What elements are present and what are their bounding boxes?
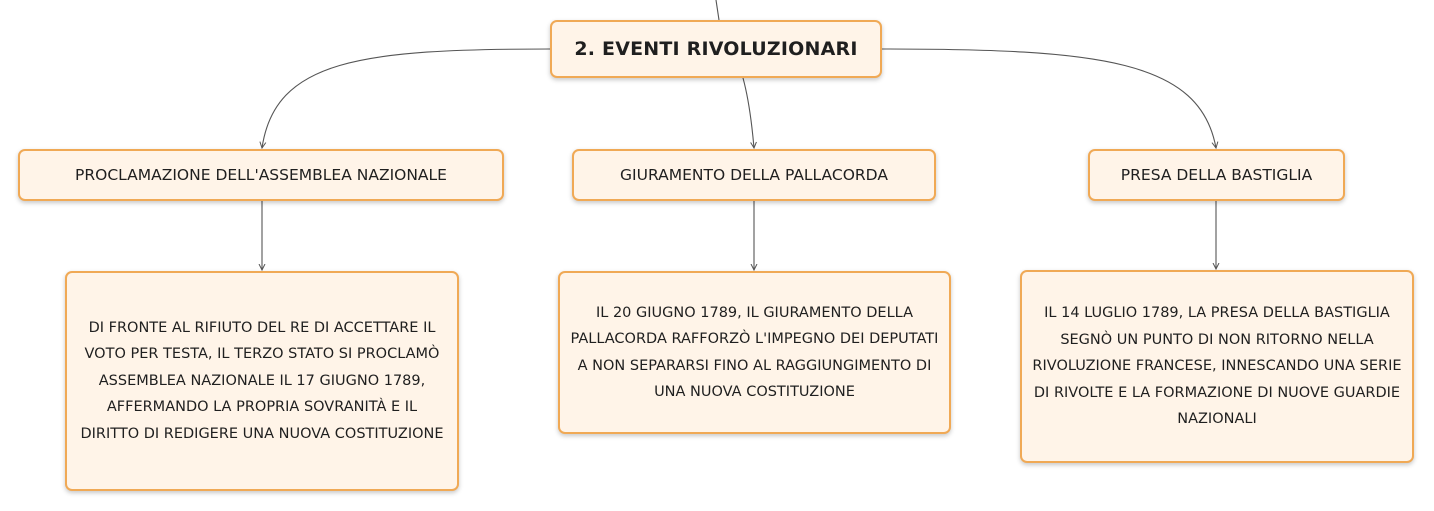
detail-node-assemblea-nazionale[interactable]: DI FRONTE AL RIFIUTO DEL RE DI ACCETTARE… bbox=[65, 271, 459, 491]
branch-node-label: PROCLAMAZIONE DELL'ASSEMBLEA NAZIONALE bbox=[75, 166, 447, 184]
branch-node-bastiglia[interactable]: PRESA DELLA BASTIGLIA bbox=[1088, 149, 1345, 201]
branch-node-label: GIURAMENTO DELLA PALLACORDA bbox=[620, 166, 888, 184]
connector-parent-to-root bbox=[715, 0, 720, 21]
connector-root-to-branch-3 bbox=[881, 48, 1216, 148]
connector-root-to-branch-2 bbox=[742, 77, 754, 148]
branch-node-pallacorda[interactable]: GIURAMENTO DELLA PALLACORDA bbox=[572, 149, 936, 201]
detail-node-text: IL 20 GIUGNO 1789, IL GIURAMENTO DELLA P… bbox=[570, 304, 939, 401]
detail-node-text: IL 14 LUGLIO 1789, LA PRESA DELLA BASTIG… bbox=[1032, 305, 1402, 428]
branch-node-label: PRESA DELLA BASTIGLIA bbox=[1120, 166, 1313, 184]
root-node-label: 2. EVENTI RIVOLUZIONARI bbox=[574, 38, 858, 60]
root-node[interactable]: 2. EVENTI RIVOLUZIONARI bbox=[550, 20, 882, 78]
detail-node-text: DI FRONTE AL RIFIUTO DEL RE DI ACCETTARE… bbox=[80, 319, 444, 442]
detail-node-bastiglia[interactable]: IL 14 LUGLIO 1789, LA PRESA DELLA BASTIG… bbox=[1020, 270, 1414, 463]
detail-node-pallacorda[interactable]: IL 20 GIUGNO 1789, IL GIURAMENTO DELLA P… bbox=[558, 271, 951, 434]
connector-root-to-branch-1 bbox=[262, 48, 551, 148]
branch-node-assemblea-nazionale[interactable]: PROCLAMAZIONE DELL'ASSEMBLEA NAZIONALE bbox=[18, 149, 504, 201]
